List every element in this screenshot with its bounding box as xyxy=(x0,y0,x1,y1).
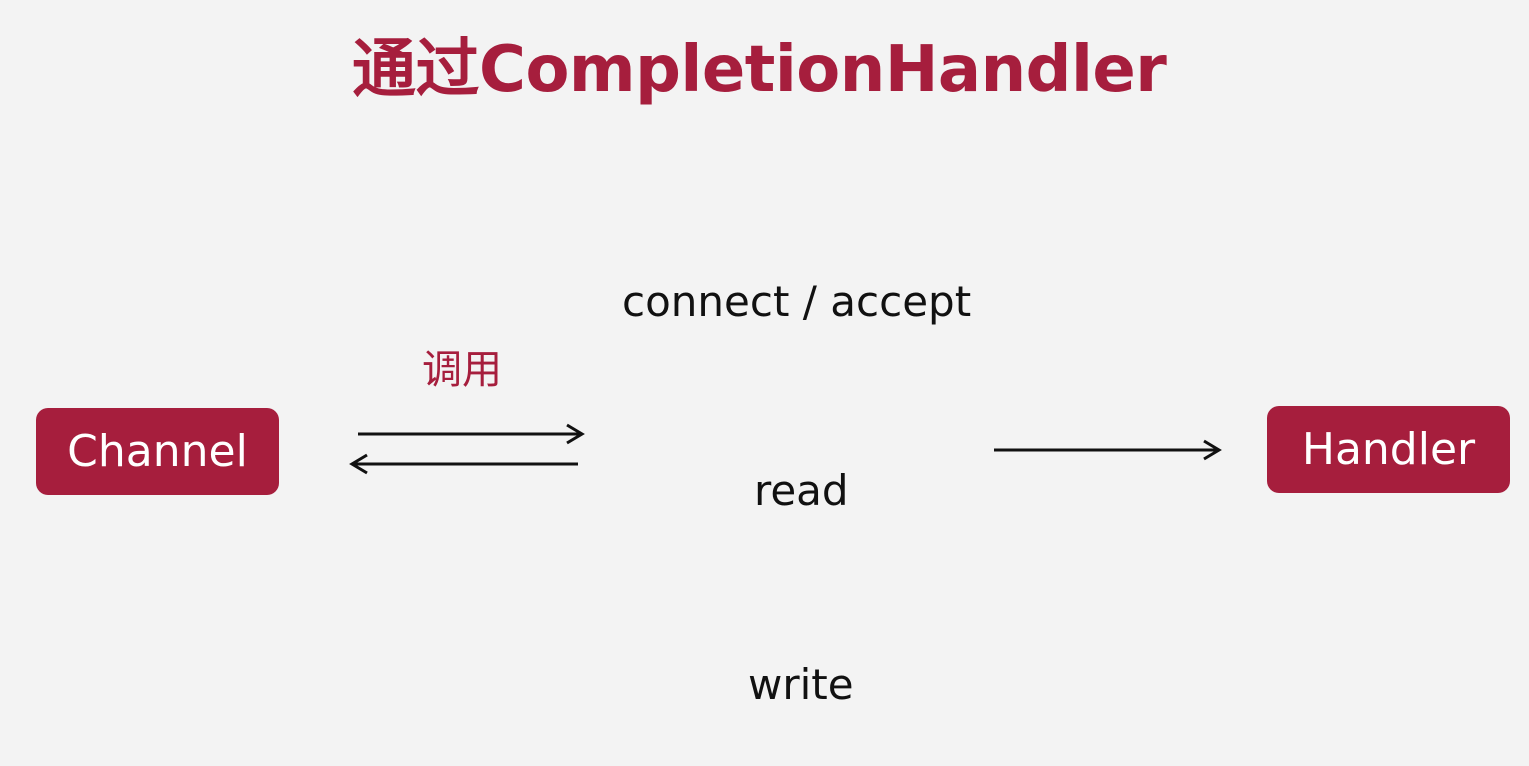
operation-connect-accept: connect / accept xyxy=(622,277,972,326)
handler-node: Handler xyxy=(1267,406,1510,493)
channel-node-label: Channel xyxy=(67,426,248,477)
call-arrow-right xyxy=(358,423,585,445)
operation-write: write xyxy=(748,660,854,709)
channel-node: Channel xyxy=(36,408,279,495)
return-arrow-left xyxy=(349,453,578,475)
handler-node-label: Handler xyxy=(1301,424,1476,475)
handler-arrow-right xyxy=(994,439,1222,461)
call-label: 调用 xyxy=(422,347,502,393)
operation-read: read xyxy=(754,466,849,515)
diagram-title: 通过CompletionHandler xyxy=(352,33,1167,107)
